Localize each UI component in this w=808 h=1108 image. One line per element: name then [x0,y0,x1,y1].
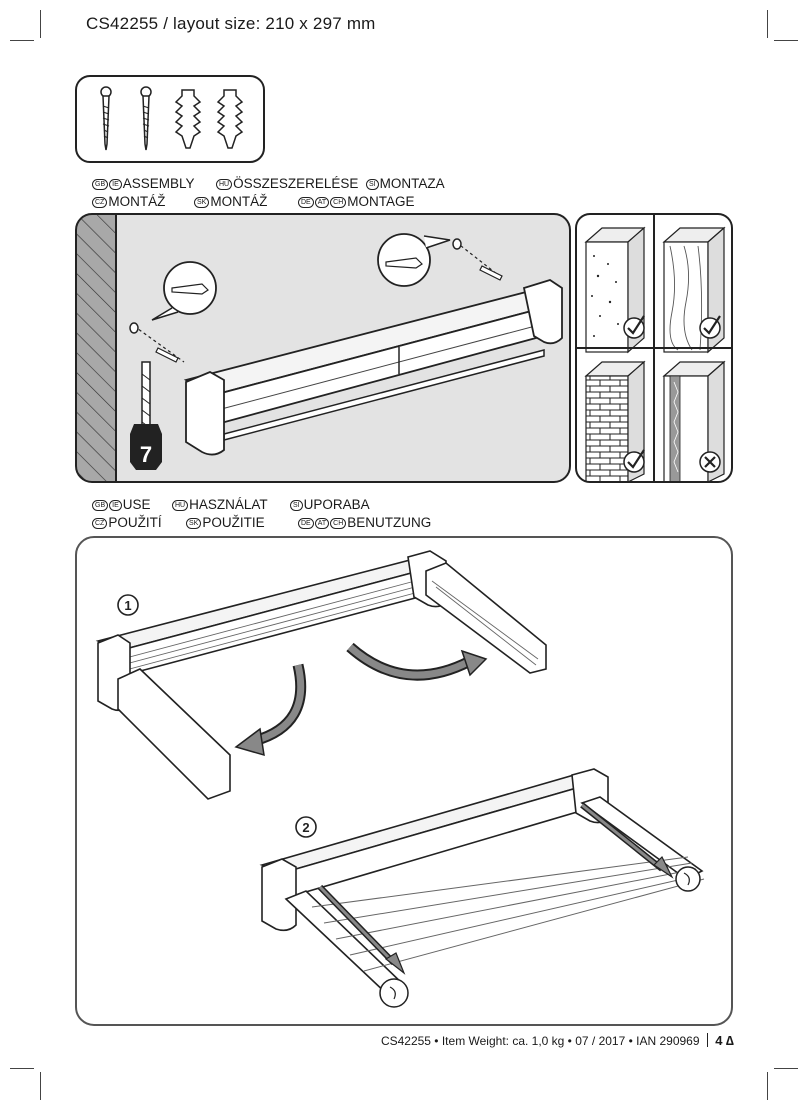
crop-mark [40,10,41,38]
check-icon [623,315,645,339]
wall-plug-callout [151,261,217,321]
rack-extended [259,768,705,1008]
hole-icon [452,238,462,250]
crop-mark [10,1068,34,1069]
check-icon [623,449,645,473]
screw-icon [155,347,179,363]
wall-plug-callout [377,233,451,287]
page-title: CS42255 / layout size: 210 x 297 mm [86,14,376,33]
svg-text:2: 2 [302,820,309,835]
screw-icon [100,86,112,151]
crop-mark [774,1068,798,1069]
drill-bit-icon [130,361,162,470]
check-icon [699,315,721,339]
svg-text:1: 1 [124,598,131,613]
use-illustration: 1 2 [75,536,733,1026]
crop-mark [774,40,798,41]
crop-mark [767,10,768,38]
crop-mark [40,1072,41,1100]
brick-wall-icon [584,360,646,482]
wall-plug-icon [174,89,202,149]
cross-icon [699,451,721,473]
rail [183,279,563,456]
hole-icon [129,322,139,334]
wall-plug-icon [216,89,244,149]
wall-type-panel [575,213,733,483]
step-1-badge: 1 [117,594,139,616]
crop-mark [767,1072,768,1100]
rack-folded [95,550,547,800]
footer: CS42255 • Item Weight: ca. 1,0 kg • 07 /… [381,1033,734,1048]
parts-box [75,75,265,163]
step-2-badge: 2 [295,816,317,838]
assembly-illustration: 7 [75,213,571,483]
drill-size: 7 [140,442,152,467]
page-number: 4 ∆ [715,1033,734,1048]
footer-text: CS42255 • Item Weight: ca. 1,0 kg • 07 /… [380,1034,700,1048]
screw-icon [479,265,503,281]
screw-icon [140,86,152,151]
crop-mark [10,40,34,41]
